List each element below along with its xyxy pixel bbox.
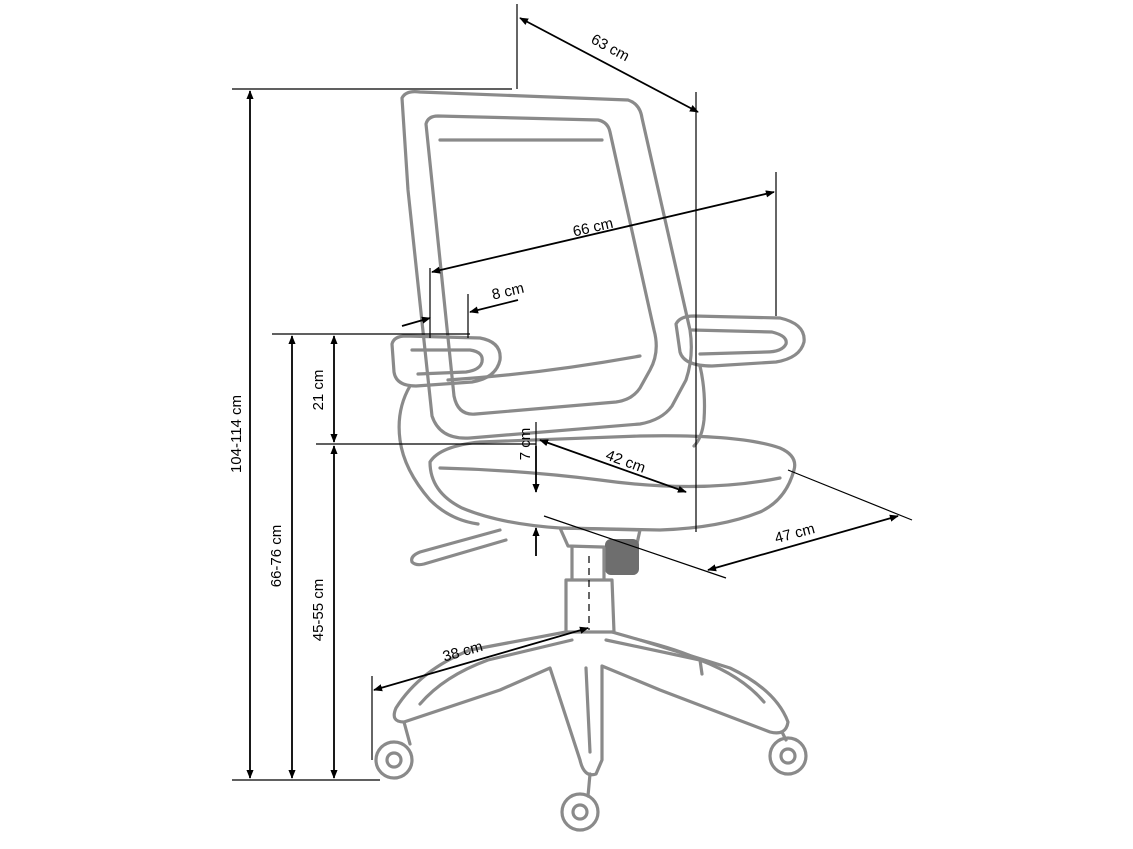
seat-edge <box>438 466 782 489</box>
dim-arrow-8cm-left <box>401 316 431 327</box>
dim-arrow-38cm <box>373 626 589 692</box>
label-66cm: 66 cm <box>571 215 615 241</box>
height-knob <box>605 539 639 575</box>
backrest-seam <box>438 138 642 382</box>
armrest-right-inner <box>690 328 788 356</box>
backrest-outer <box>400 90 693 440</box>
dim-arrow-42cm <box>539 439 687 493</box>
label-38cm: 38 cm <box>441 638 485 666</box>
backrest-inner <box>424 114 658 416</box>
seat-cushion <box>428 434 797 532</box>
chair-drawing <box>374 90 808 832</box>
dim-arrow-47cm <box>707 514 899 572</box>
dim-arrow-63cm <box>519 17 699 113</box>
armrest-left <box>390 334 502 388</box>
ext-seat-front-diagonal <box>543 515 727 579</box>
label-66-76cm: 66-76 cm <box>268 525 285 588</box>
label-42cm: 42 cm <box>603 447 647 477</box>
armrest-left-support <box>397 384 480 526</box>
dimension-lines <box>232 4 913 781</box>
caster-right <box>768 730 808 776</box>
label-8cm: 8 cm <box>490 280 526 304</box>
star-base <box>392 630 790 777</box>
ext-seat-right-diagonal <box>787 469 913 521</box>
dim-arrow-66cm <box>431 190 775 274</box>
label-21cm: 21 cm <box>310 370 327 411</box>
caster-front <box>560 772 600 832</box>
seat-lever <box>410 528 508 567</box>
caster-back-right <box>638 638 704 676</box>
label-45-55cm: 45-55 cm <box>310 579 327 642</box>
dim-arrow-8cm-right <box>469 299 519 314</box>
armrest-right-support <box>692 364 707 448</box>
label-63cm: 63 cm <box>588 31 632 65</box>
caster-left <box>374 720 414 780</box>
dimension-labels: 63 cm 66 cm 8 cm 21 cm 7 cm 42 cm 47 cm … <box>228 31 817 666</box>
armrest-left-inner <box>410 348 484 376</box>
label-104-114cm: 104-114 cm <box>228 395 245 473</box>
label-47cm: 47 cm <box>773 520 817 547</box>
label-7cm: 7 cm <box>517 428 534 461</box>
armrest-right <box>674 314 806 368</box>
